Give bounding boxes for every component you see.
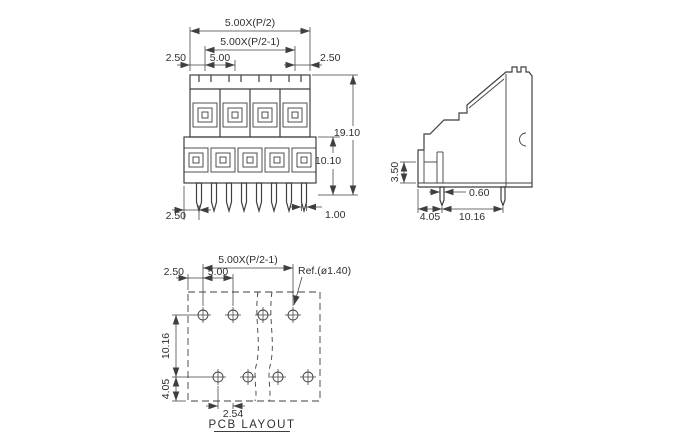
side-body-details — [418, 74, 532, 187]
front-pins — [195, 182, 308, 214]
dim-pcb-stagger: 2.54 — [223, 408, 244, 420]
dim-front-lower-height: 10.10 — [315, 155, 341, 167]
molded-logo-mark — [519, 132, 527, 147]
pcb-layout-caption: PCB LAYOUT — [209, 419, 296, 431]
dim-pcb-row-pitch: 10.16 — [160, 333, 172, 359]
dim-front-left-margin: 2.50 — [166, 52, 187, 64]
pcb-mounting-holes — [195, 307, 316, 385]
front-lower-terminals — [183, 147, 317, 173]
dim-front-right-margin: 2.50 — [320, 52, 341, 64]
side-pins — [439, 186, 506, 208]
side-body-outline — [417, 66, 533, 188]
pcb-break-lines — [254, 291, 273, 402]
dim-front-width-outer: 5.00X(P/2) — [225, 17, 275, 29]
dim-front-pin-width: 1.00 — [325, 209, 346, 221]
front-dimension-lines — [172, 27, 358, 220]
dim-side-edge-to-pin: 4.05 — [420, 211, 441, 223]
dim-pcb-pitch: 5.00 — [208, 266, 229, 278]
dim-front-pin-offset: 2.50 — [166, 210, 187, 222]
dim-front-width-inner: 5.00X(P/2-1) — [220, 36, 280, 48]
front-upper-terminals — [192, 102, 308, 128]
dim-pcb-left-margin: 2.50 — [164, 266, 185, 278]
dim-pcb-bottom-margin: 4.05 — [160, 379, 172, 400]
dim-side-row-pitch: 10.16 — [459, 211, 485, 223]
dim-side-pin-thickness: 0.60 — [469, 187, 490, 199]
dim-pcb-hole-ref: Ref.(ø1.40) — [298, 265, 351, 277]
dim-front-total-height: 19.10 — [334, 127, 360, 139]
front-view: 5.00X(P/2) 5.00X(P/2-1) 2.50 5.00 2.50 1… — [166, 17, 361, 222]
dim-front-pitch: 5.00 — [210, 52, 231, 64]
pcb-layout-view: 5.00X(P/2-1) 2.50 5.00 Ref.(ø1.40) 10.16… — [160, 254, 351, 432]
side-dimension-lines — [400, 161, 504, 213]
pcb-dimension-lines — [172, 264, 303, 410]
side-view: 3.50 0.60 4.05 10.16 — [389, 66, 533, 223]
dim-side-ledge-height: 3.50 — [389, 162, 401, 183]
pcb-board-outline — [187, 291, 321, 402]
dim-pcb-width-inner: 5.00X(P/2-1) — [218, 254, 278, 266]
